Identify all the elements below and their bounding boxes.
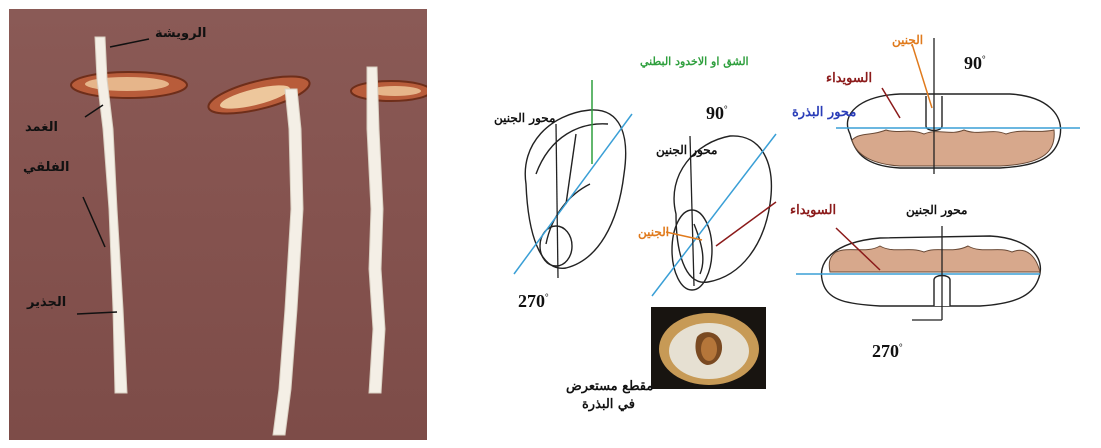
label-seed-axis: محور البذرة xyxy=(792,106,856,119)
seed-diagram: الشق او الاخدود البطني محور الجنين محور … xyxy=(480,24,1082,434)
label-endosperm-bottom: السويداء xyxy=(790,204,836,217)
grain-3 xyxy=(351,81,427,101)
angle-270-left: 270° xyxy=(518,292,549,310)
seed-sketches xyxy=(480,24,1082,434)
label-coleoptile: الغمد xyxy=(25,121,58,134)
label-cross-section-line1: مقطع مستعرض xyxy=(566,380,653,393)
angle-90-middle: 90° xyxy=(706,104,728,122)
cross-section-image xyxy=(651,307,766,389)
label-embryo-axis-middle: محور الجنين xyxy=(656,144,717,156)
label-embryo-axis-left: محور الجنين xyxy=(494,112,555,124)
seedling-3 xyxy=(367,67,385,393)
label-cotyledon: الفلقي xyxy=(23,161,70,174)
middle-embryo-pointer xyxy=(666,232,702,240)
angle-90-top: 90° xyxy=(964,54,986,72)
grain-1 xyxy=(71,72,187,98)
label-ventral-groove: الشق او الاخدود البطني xyxy=(640,56,749,67)
label-endosperm-top: السويداء xyxy=(826,72,872,85)
middle-endosperm-pointer xyxy=(716,202,776,246)
label-embryo-axis-right: محور الجنين xyxy=(906,204,967,216)
top-seed-sketch xyxy=(847,94,1060,168)
label-cross-section-line2: في البذرة xyxy=(582,398,635,411)
label-radicle: الجذير xyxy=(27,296,66,309)
left-seed-sketch xyxy=(525,110,625,268)
left-embryo-axis-line xyxy=(556,124,558,278)
label-embryo-middle: الجنين xyxy=(638,226,669,238)
label-embryo-top: الجنين xyxy=(892,34,923,46)
seedlings-illustration xyxy=(9,9,427,440)
seedling-2 xyxy=(273,89,303,435)
middle-embryo-axis-line xyxy=(690,136,694,286)
label-plumule: الرويشة xyxy=(155,27,207,40)
left-seed-axis-line xyxy=(514,114,632,274)
seedling-photo: الرويشة الغمد الفلقي الجذير xyxy=(9,9,427,440)
angle-270-bottom: 270° xyxy=(872,342,903,360)
cross-section-photo xyxy=(651,307,766,389)
